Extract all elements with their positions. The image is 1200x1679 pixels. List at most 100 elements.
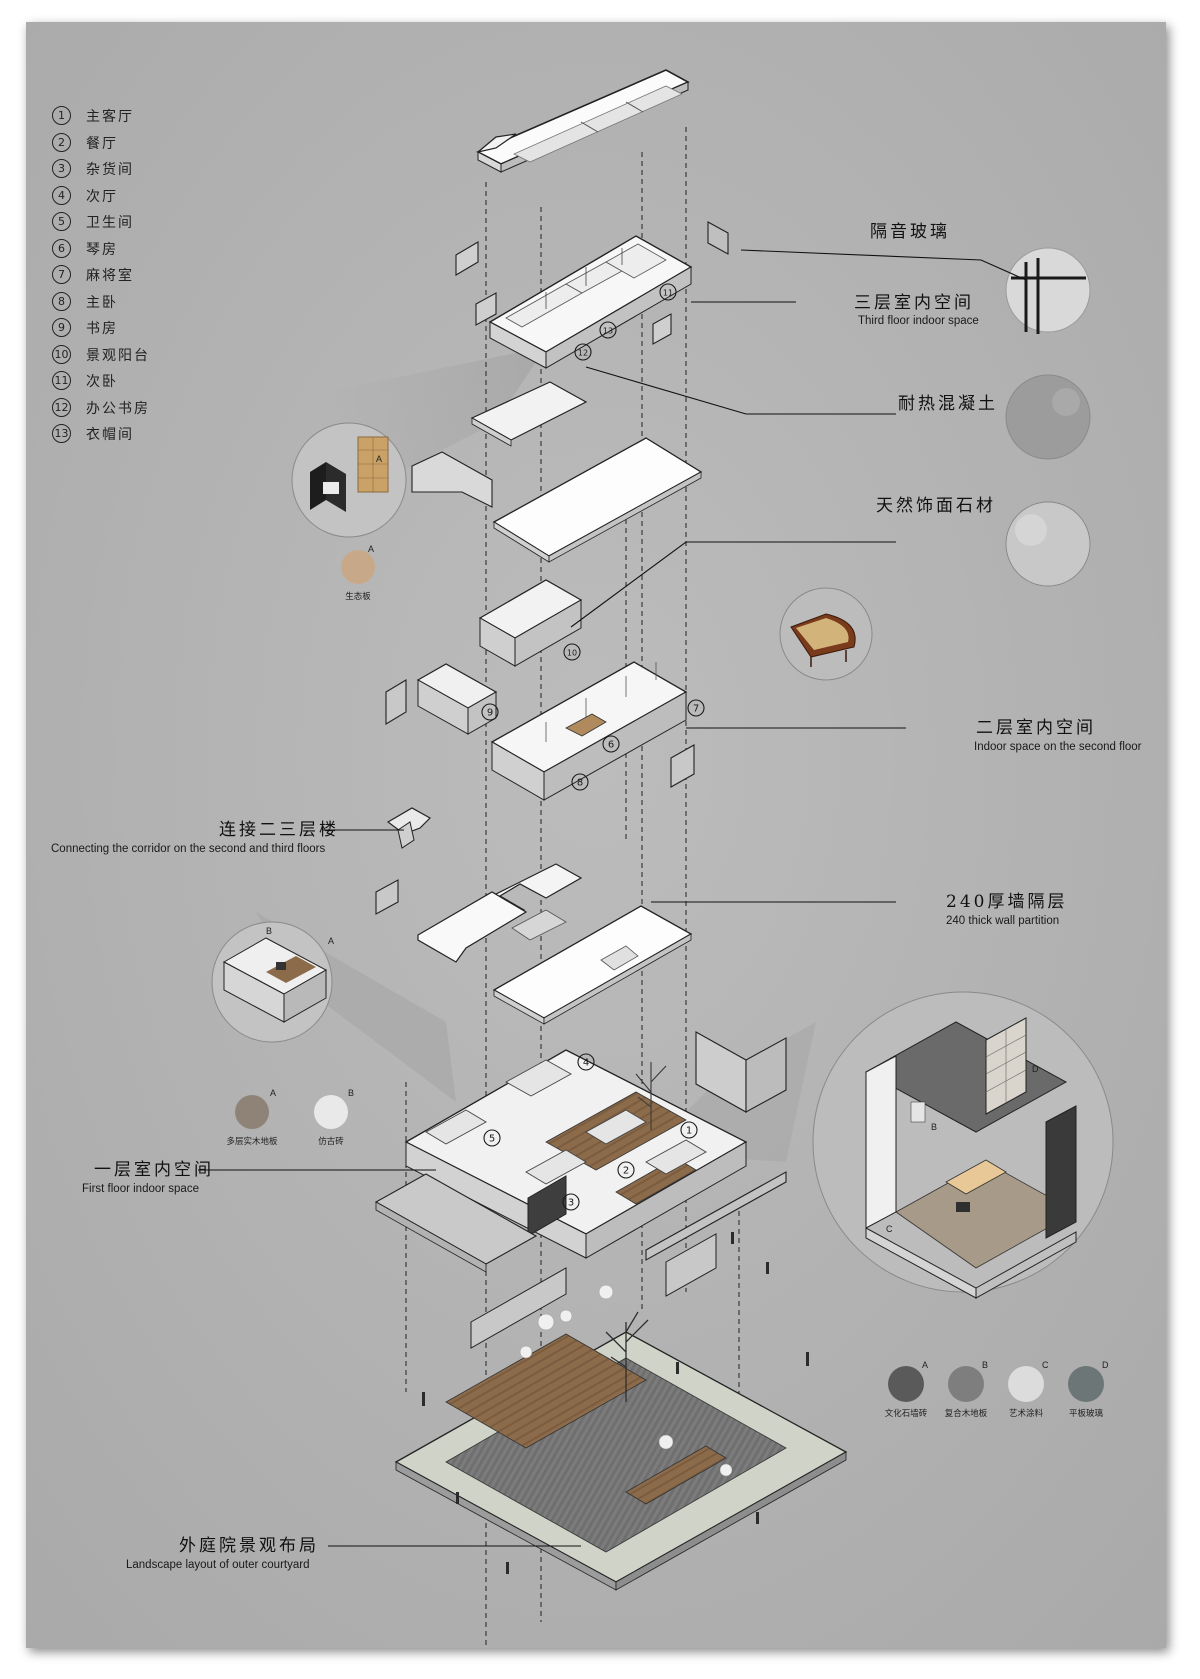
label-first-floor-en: First floor indoor space bbox=[82, 1183, 199, 1195]
svg-text:5: 5 bbox=[489, 1134, 495, 1145]
swatch-label-ecoboard: 生态板 bbox=[345, 591, 371, 602]
legend-number: 9 bbox=[52, 318, 71, 337]
legend-item-13: 13 衣帽间 bbox=[52, 424, 192, 444]
swatch-letter-ecoboard: A bbox=[368, 544, 374, 554]
room-marker-9: 9 bbox=[481, 703, 499, 721]
legend-label: 主卧 bbox=[86, 294, 118, 311]
legend-item-11: 11 次卧 bbox=[52, 371, 192, 391]
swatch-label-composite_floor: 复合木地板 bbox=[945, 1408, 988, 1419]
swatch-label-culture_stone: 文化石墙砖 bbox=[885, 1408, 928, 1419]
first-floor-block bbox=[374, 1031, 787, 1349]
svg-text:8: 8 bbox=[577, 778, 583, 789]
legend-label: 卫生间 bbox=[86, 215, 134, 231]
label-wall-partition-zh: 240厚墙隔层 bbox=[946, 892, 1068, 912]
room-marker-8: 8 bbox=[571, 773, 589, 791]
label-first-floor-zh: 一层室内空间 bbox=[94, 1160, 214, 1180]
svg-text:12: 12 bbox=[578, 349, 588, 358]
label-second-floor-zh: 二层室内空间 bbox=[976, 718, 1096, 738]
swatch-label-flat_glass: 平板玻璃 bbox=[1069, 1408, 1104, 1419]
svg-text:7: 7 bbox=[693, 704, 699, 715]
label-soundproof-glass: 隔音玻璃 bbox=[870, 222, 950, 242]
svg-text:9: 9 bbox=[487, 708, 493, 719]
legend-item-10: 10 景观阳台 bbox=[52, 344, 192, 365]
legend-label: 次厅 bbox=[86, 188, 118, 205]
legend-number: 11 bbox=[52, 371, 71, 390]
room-marker-5: 5 bbox=[483, 1129, 501, 1147]
callout-room-1f bbox=[211, 921, 348, 1129]
legend-item-8: 8 主卧 bbox=[52, 291, 192, 312]
legend-item-9: 9 书房 bbox=[52, 318, 192, 338]
legend-label: 主客厅 bbox=[86, 109, 134, 125]
legend-number: 1 bbox=[52, 106, 71, 125]
legend-label: 办公书房 bbox=[86, 400, 150, 417]
swatch-label-antique_brick: 仿古砖 bbox=[318, 1136, 344, 1147]
label-wall-partition-en: 240 thick wall partition bbox=[946, 915, 1060, 927]
svg-text:13: 13 bbox=[603, 327, 613, 336]
swatch-letter-wood_floor: A bbox=[270, 1088, 276, 1098]
third-floor-block bbox=[455, 221, 729, 369]
legend-item-2: 2 餐厅 bbox=[52, 132, 192, 153]
legend-number: 7 bbox=[52, 265, 71, 284]
label-second-floor-en: Indoor space on the second floor bbox=[974, 741, 1142, 753]
legend-label: 餐厅 bbox=[86, 135, 118, 152]
legend-item-12: 12 办公书房 bbox=[52, 397, 192, 418]
roof-slab bbox=[476, 69, 690, 173]
material-swatches-right bbox=[888, 1366, 1104, 1402]
people-figures bbox=[422, 1232, 809, 1574]
label-corridor-zh: 连接二三层楼 bbox=[219, 820, 339, 840]
material-swatch-labels: A生态板A多层实木地板B仿古砖A文化石墙砖B复合木地板C艺术涂料D平板玻璃ABA… bbox=[226, 454, 1109, 1419]
leader-lines bbox=[198, 249, 1027, 1547]
swatch-letter-art_paint: C bbox=[1042, 1360, 1049, 1370]
room-marker-1: 1 bbox=[680, 1121, 698, 1139]
callout-letter: A bbox=[328, 936, 334, 946]
legend-number: 2 bbox=[52, 132, 71, 152]
swatch-label-art_paint: 艺术涂料 bbox=[1009, 1408, 1044, 1419]
legend-label: 书房 bbox=[86, 321, 118, 337]
room-marker-12: 12 bbox=[574, 343, 592, 361]
second-floor-roof-slabs bbox=[411, 381, 703, 563]
legend-item-1: 1 主客厅 bbox=[52, 106, 192, 126]
legend-number: 10 bbox=[52, 344, 71, 364]
room-marker-10: 10 bbox=[563, 643, 581, 661]
label-third-floor-en: Third floor indoor space bbox=[858, 315, 979, 327]
swatch-letter-flat_glass: D bbox=[1102, 1360, 1109, 1370]
callout-study-3f bbox=[291, 422, 407, 584]
label-third-floor-zh: 三层室内空间 bbox=[854, 293, 974, 313]
legend-number: 8 bbox=[52, 291, 71, 311]
svg-text:2: 2 bbox=[623, 1166, 629, 1177]
legend-label: 衣帽间 bbox=[86, 427, 134, 443]
svg-text:11: 11 bbox=[663, 289, 673, 298]
callout-letter: D bbox=[1032, 1064, 1039, 1074]
courtyard-landscape bbox=[394, 1232, 848, 1591]
room-marker-4: 4 bbox=[577, 1053, 595, 1071]
callout-piano-2f bbox=[779, 587, 873, 681]
legend-label: 景观阳台 bbox=[86, 347, 150, 364]
legend-number: 3 bbox=[52, 159, 71, 178]
partition-slabs bbox=[417, 863, 693, 1025]
swatch-letter-composite_floor: B bbox=[982, 1360, 988, 1370]
second-floor-block bbox=[375, 579, 695, 915]
label-heat-resistant-concrete: 耐热混凝土 bbox=[898, 394, 998, 414]
callout-detail-1f bbox=[812, 991, 1114, 1299]
svg-text:1: 1 bbox=[686, 1126, 692, 1137]
callout-letter: B bbox=[931, 1122, 937, 1132]
label-natural-stone: 天然饰面石材 bbox=[876, 496, 996, 516]
legend-number: 12 bbox=[52, 397, 71, 417]
material-texture-circles bbox=[1005, 247, 1091, 587]
swatch-letter-antique_brick: B bbox=[348, 1088, 354, 1098]
svg-text:3: 3 bbox=[568, 1198, 574, 1209]
callout-letter: B bbox=[266, 926, 272, 936]
svg-text:4: 4 bbox=[583, 1058, 589, 1069]
svg-text:6: 6 bbox=[608, 740, 614, 751]
callout-letter: C bbox=[886, 1224, 893, 1234]
legend-number: 13 bbox=[52, 424, 71, 443]
legend-label: 次卧 bbox=[86, 374, 118, 390]
